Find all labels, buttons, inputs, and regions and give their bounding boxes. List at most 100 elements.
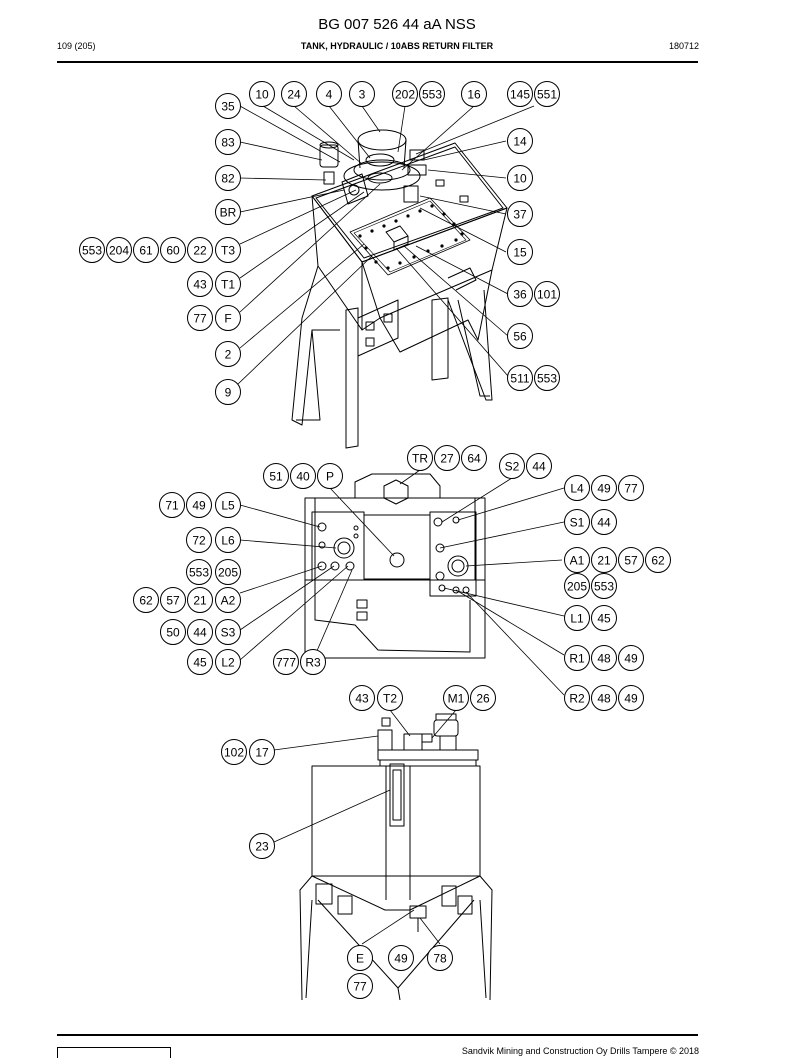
callout-circle	[215, 165, 241, 191]
callout-label: 21	[597, 553, 611, 567]
callout-204: 204	[106, 237, 132, 263]
callout-circle	[215, 199, 241, 225]
callout-circle	[347, 945, 373, 971]
callout-circle	[215, 271, 241, 297]
callout-label: 57	[624, 553, 638, 567]
callout-circle	[407, 445, 433, 471]
callout-label: 48	[597, 691, 611, 705]
callout-9: 9	[215, 379, 241, 405]
callout-circle	[427, 945, 453, 971]
callout-circle	[215, 587, 241, 613]
callout-label: 36	[513, 287, 527, 301]
footer-copyright: Sandvik Mining and Construction Oy Drill…	[461, 1046, 699, 1056]
callout-50: 50	[160, 619, 186, 645]
callout-3: 3	[349, 81, 375, 107]
callout-r2: R2	[564, 685, 590, 711]
callout-circle	[215, 93, 241, 119]
callout-label: 101	[537, 287, 557, 301]
callout-label: BR	[220, 205, 237, 219]
callout-label: 51	[269, 469, 283, 483]
callout-label: 61	[139, 243, 153, 257]
callout-label: 40	[296, 469, 310, 483]
callout-77: 77	[347, 973, 373, 999]
callout-26: 26	[470, 685, 496, 711]
callout-label: 45	[193, 655, 207, 669]
callout-label: 15	[513, 245, 527, 259]
callout-101: 101	[534, 281, 560, 307]
callout-21: 21	[591, 547, 617, 573]
callout-71: 71	[159, 492, 185, 518]
document-code: 180712	[668, 41, 699, 51]
callout-label: 16	[467, 87, 481, 101]
callout-circle	[160, 619, 186, 645]
callout-circle	[215, 237, 241, 263]
callout-83: 83	[215, 129, 241, 155]
callout-circle	[392, 81, 418, 107]
callout-circle	[215, 492, 241, 518]
callout-202: 202	[392, 81, 418, 107]
callout-48: 48	[591, 645, 617, 671]
callout-label: 82	[221, 171, 235, 185]
callout-l6: L6	[215, 527, 241, 553]
callout-16: 16	[461, 81, 487, 107]
callout-circle	[215, 379, 241, 405]
callout-circle	[564, 509, 590, 535]
callout-label: L1	[570, 611, 584, 625]
callout-label: L2	[221, 655, 235, 669]
callout-label: 44	[193, 625, 207, 639]
callout-label: 145	[510, 87, 530, 101]
callout-553: 553	[79, 237, 105, 263]
callout-label: A2	[221, 593, 236, 607]
callout-circle	[591, 685, 617, 711]
callout-label: T2	[383, 691, 397, 705]
callout-circle	[564, 573, 590, 599]
callout-44: 44	[591, 509, 617, 535]
callout-circle	[534, 281, 560, 307]
page-number: 109 (205)	[57, 41, 96, 51]
section-title: TANK, HYDRAULIC / 10ABS RETURN FILTER	[300, 41, 494, 51]
callout-label: 23	[255, 839, 269, 853]
callout-circle	[160, 587, 186, 613]
callout-64: 64	[461, 445, 487, 471]
callout-circle	[249, 833, 275, 859]
callout-62: 62	[645, 547, 671, 573]
callout-circle	[564, 605, 590, 631]
callout-label: 551	[537, 87, 557, 101]
callout-t1: T1	[215, 271, 241, 297]
callout-label: 553	[594, 579, 614, 593]
callout-circle	[221, 739, 247, 765]
callout-label: 49	[192, 498, 206, 512]
callout-circle	[419, 81, 445, 107]
callout-45: 45	[591, 605, 617, 631]
callout-label: 10	[513, 171, 527, 185]
callout-label: E	[356, 951, 364, 965]
callout-label: A1	[570, 553, 585, 567]
callout-circle	[388, 945, 414, 971]
callout-37: 37	[507, 201, 533, 227]
callout-circle	[591, 509, 617, 535]
callout-label: F	[224, 311, 231, 325]
callout-57: 57	[160, 587, 186, 613]
callout-label: R2	[569, 691, 585, 705]
callout-circle	[215, 619, 241, 645]
callout-circle	[187, 619, 213, 645]
callout-circle	[645, 547, 671, 573]
callout-553: 553	[186, 559, 212, 585]
callout-label: 22	[193, 243, 207, 257]
callout-label: 102	[224, 745, 244, 759]
callout-label: 27	[440, 451, 454, 465]
callout-label: 553	[189, 565, 209, 579]
callout-label: 9	[225, 385, 232, 399]
callout-label: 72	[192, 533, 206, 547]
callout-l4: L4	[564, 475, 590, 501]
callout-551: 551	[534, 81, 560, 107]
callout-circle	[300, 649, 326, 675]
callout-label: T1	[221, 277, 235, 291]
callout-label: L6	[221, 533, 235, 547]
callout-circle	[79, 237, 105, 263]
callout-label: P	[326, 469, 334, 483]
callout-553: 553	[591, 573, 617, 599]
callout-r3: R3	[300, 649, 326, 675]
